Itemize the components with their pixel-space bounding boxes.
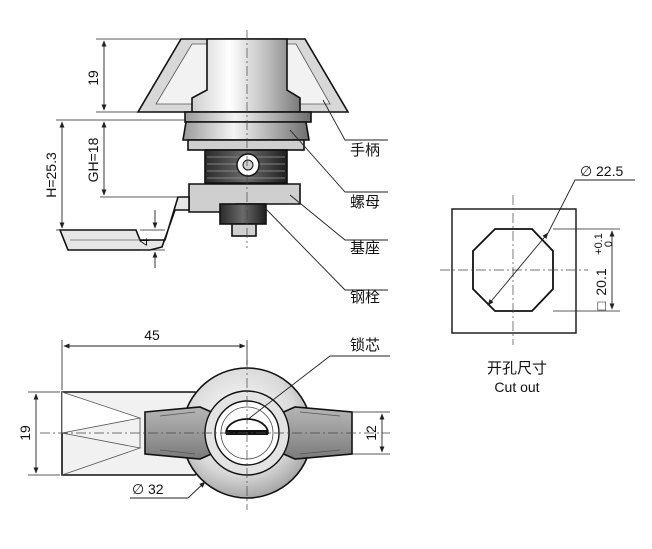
label-nut: 螺母 [350, 193, 380, 211]
cutout-square-size: 20.1 [593, 268, 609, 295]
label-handle: 手柄 [350, 141, 380, 159]
dim-length: 45 [144, 327, 160, 343]
dim-boss-diameter: 32 [148, 481, 164, 497]
side-view: 19 GH=18 H=25.3 4 手柄 螺母 基座 钢栓 [43, 30, 388, 306]
label-base: 基座 [350, 239, 380, 257]
cutout-tolerance-upper: +0.1 [593, 233, 605, 255]
dim-grip-height: GH=18 [85, 137, 101, 182]
cutout-diameter-symbol: ∅ [580, 163, 592, 179]
dim-cam-thickness: 4 [136, 238, 152, 246]
cam-lever [58, 196, 190, 251]
label-pin: 钢栓 [350, 288, 380, 306]
cutout-diameter: 22.5 [596, 163, 623, 179]
nut-part [182, 121, 310, 141]
dim-overall-height: H=25.3 [43, 152, 59, 198]
cutout-title-en: Cut out [494, 379, 539, 395]
dim-handle-height: 19 [85, 70, 101, 86]
top-view: 45 19 12 锁芯 ∅ 32 [17, 327, 390, 510]
label-lock-core: 锁芯 [350, 336, 380, 354]
cutout-title-cn: 开孔尺寸 [487, 359, 547, 377]
cutout-view: ∅ 22.5 +0.1 0 20.1 □ 开孔尺寸 Cut out [440, 163, 635, 395]
cutout-tolerance-lower: 0 [603, 241, 615, 247]
cutout-square-symbol: □ [593, 301, 609, 310]
dim-boss-diameter-symbol: ∅ [132, 481, 144, 497]
dim-slot-width: 12 [363, 425, 379, 441]
dim-width: 19 [17, 425, 33, 441]
handle-knob [191, 38, 301, 113]
